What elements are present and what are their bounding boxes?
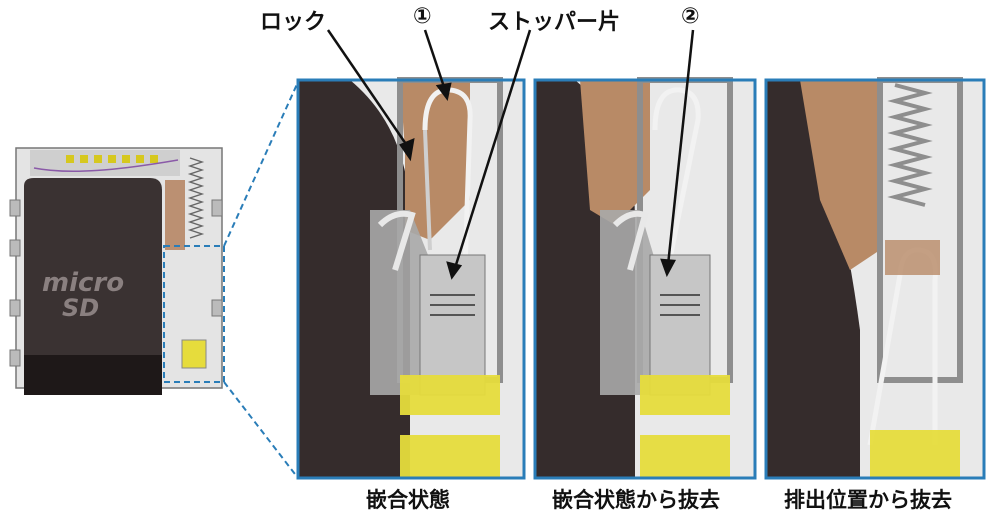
card-logo-sd: SD (62, 294, 100, 322)
panel-1-lock-spring (422, 87, 473, 271)
callout-leaders (326, 29, 695, 280)
detail-highlight-box (163, 245, 225, 383)
callout-marker-1: ① (413, 4, 432, 29)
panel-3-frame (764, 78, 986, 480)
microsd-card (24, 178, 162, 395)
overview-spring (187, 157, 205, 239)
panel-3-spring (887, 83, 933, 207)
overview-connector (9, 147, 223, 395)
callout-marker-2: ② (681, 4, 700, 29)
panel-3-ejected-removal (764, 77, 986, 480)
caption-panel-3: 排出位置から抜去 (784, 488, 952, 512)
panel-1-frame (296, 78, 526, 480)
panel-2-lock-spring (652, 87, 701, 269)
caption-panel-2: 嵌合状態から抜去 (552, 488, 720, 512)
caption-panel-1: 嵌合状態 (366, 488, 450, 512)
callout-lock: ロック (260, 10, 327, 35)
card-logo-micro: micro (42, 268, 125, 298)
panel-2-frame (533, 78, 757, 480)
callout-stopper: ストッパー片 (488, 10, 621, 35)
panel-2-mated-removal (533, 77, 757, 480)
